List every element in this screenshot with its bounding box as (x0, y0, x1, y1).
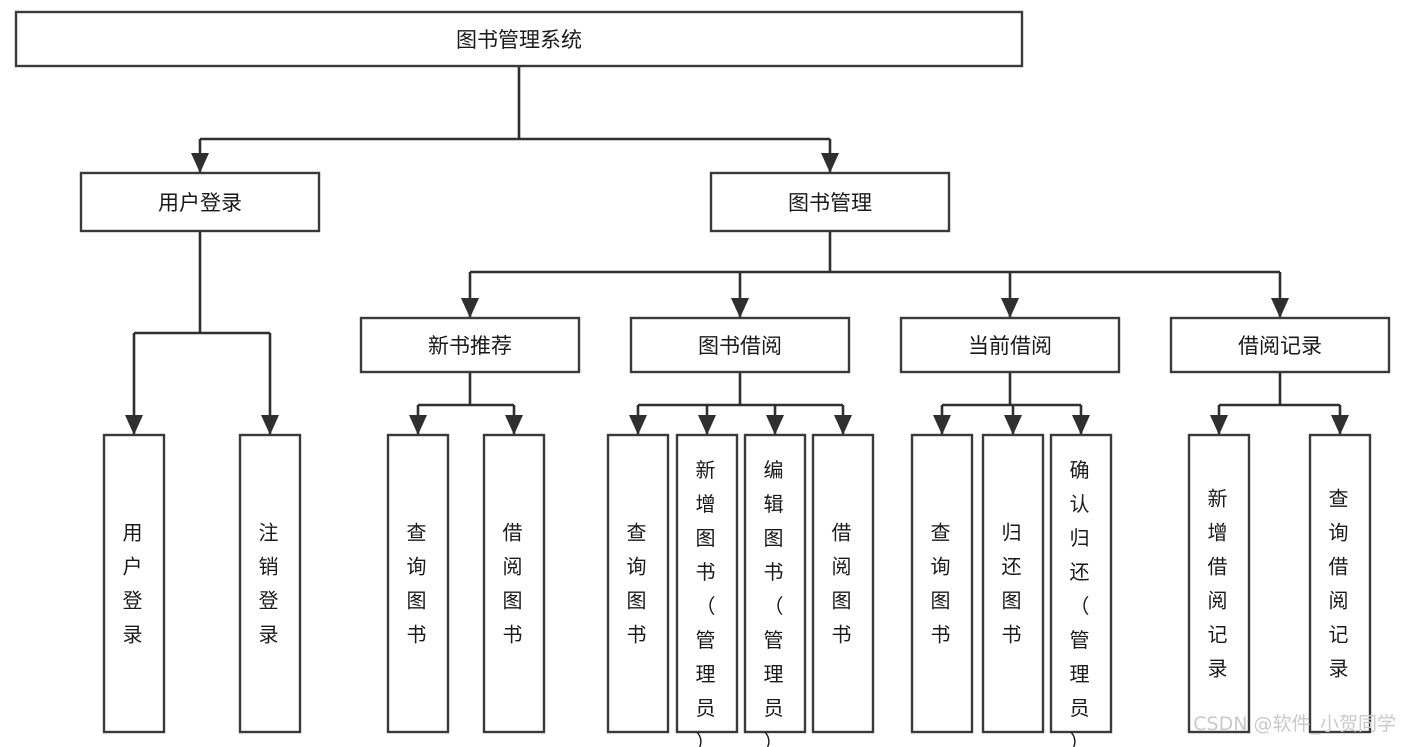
node-leaf-query-record-box[interactable] (1308, 433, 1372, 734)
node-leaf-query-book-3[interactable]: 查询图书 (910, 433, 974, 734)
node-leaf-user-logout-label: 注销登录 (259, 521, 282, 647)
node-book-manage-label: 图书管理 (788, 191, 872, 215)
node-new-book-rec-box[interactable] (359, 316, 581, 374)
arrow-head-icon (1072, 415, 1090, 435)
arrow-head-icon (125, 415, 143, 435)
node-leaf-add-record-box[interactable] (1187, 433, 1251, 734)
node-leaf-query-record-label: 查询借阅记录 (1329, 487, 1352, 681)
node-leaf-query-book-3-label: 查询图书 (931, 521, 954, 647)
node-leaf-add-record[interactable]: 新增借阅记录 (1187, 433, 1251, 734)
node-leaf-edit-book-label: 编辑图书（管理员） (764, 458, 787, 747)
node-new-book-rec-label: 新书推荐 (428, 334, 512, 358)
node-book-borrow[interactable]: 图书借阅 (629, 316, 851, 374)
node-leaf-borrow-book-1-label: 借阅图书 (503, 521, 526, 647)
node-leaf-add-book[interactable]: 新增图书（管理员） (675, 433, 739, 747)
node-leaf-borrow-book-1[interactable]: 借阅图书 (482, 433, 546, 734)
arrow-head-icon (629, 415, 647, 435)
node-user-login[interactable]: 用户登录 (79, 171, 321, 233)
node-user-login-label: 用户登录 (158, 191, 242, 215)
connector-layer (125, 66, 1349, 435)
node-leaf-confirm-return[interactable]: 确认归还（管理员） (1049, 433, 1113, 747)
node-leaf-user-login-label: 用户登录 (123, 521, 146, 647)
node-leaf-query-book-1[interactable]: 查询图书 (386, 433, 450, 734)
arrow-head-icon (834, 415, 852, 435)
arrow-head-icon (1004, 415, 1022, 435)
node-leaf-query-book-2[interactable]: 查询图书 (606, 433, 670, 734)
node-leaf-user-logout-box[interactable] (238, 433, 302, 734)
arrow-head-icon (731, 298, 749, 318)
node-root-label: 图书管理系统 (456, 28, 582, 52)
node-borrow-record-box[interactable] (1169, 316, 1391, 374)
node-current-borrow-box[interactable] (899, 316, 1121, 374)
node-leaf-confirm-return-box[interactable] (1049, 433, 1113, 734)
node-leaf-query-book-1-box[interactable] (386, 433, 450, 734)
node-borrow-record[interactable]: 借阅记录 (1169, 316, 1391, 374)
node-leaf-add-book-label: 新增图书（管理员） (696, 458, 719, 747)
node-leaf-borrow-book-1-box[interactable] (482, 433, 546, 734)
node-leaf-return-book-box[interactable] (981, 433, 1045, 734)
node-leaf-return-book[interactable]: 归还图书 (981, 433, 1045, 734)
node-borrow-record-label: 借阅记录 (1238, 334, 1322, 358)
node-leaf-add-book-box[interactable] (675, 433, 739, 734)
node-root-box[interactable] (14, 10, 1024, 68)
node-leaf-borrow-book-2[interactable]: 借阅图书 (811, 433, 875, 734)
arrow-head-icon (1001, 298, 1019, 318)
node-leaf-borrow-book-2-label: 借阅图书 (832, 521, 855, 647)
node-book-manage-box[interactable] (709, 171, 951, 233)
node-current-borrow-label: 当前借阅 (968, 334, 1052, 358)
node-book-borrow-box[interactable] (629, 316, 851, 374)
node-leaf-query-book-2-label: 查询图书 (627, 521, 650, 647)
node-leaf-query-book-2-box[interactable] (606, 433, 670, 734)
node-leaf-return-book-label: 归还图书 (1002, 521, 1025, 647)
node-layer: 图书管理系统用户登录图书管理新书推荐图书借阅当前借阅借阅记录用户登录注销登录查询… (14, 10, 1391, 747)
node-leaf-user-login[interactable]: 用户登录 (102, 433, 166, 734)
node-user-login-box[interactable] (79, 171, 321, 233)
arrow-head-icon (766, 415, 784, 435)
node-new-book-rec[interactable]: 新书推荐 (359, 316, 581, 374)
arrow-head-icon (1271, 298, 1289, 318)
node-book-borrow-label: 图书借阅 (698, 334, 782, 358)
node-leaf-query-book-3-box[interactable] (910, 433, 974, 734)
node-leaf-query-book-1-label: 查询图书 (407, 521, 430, 647)
node-current-borrow[interactable]: 当前借阅 (899, 316, 1121, 374)
arrow-head-icon (821, 153, 839, 173)
arrow-head-icon (505, 415, 523, 435)
node-book-manage[interactable]: 图书管理 (709, 171, 951, 233)
csdn-watermark: CSDN @软件_小贺同学 (1193, 713, 1396, 735)
arrow-head-icon (409, 415, 427, 435)
arrow-head-icon (1331, 415, 1349, 435)
node-leaf-edit-book-box[interactable] (743, 433, 807, 734)
arrow-head-icon (461, 298, 479, 318)
node-leaf-borrow-book-2-box[interactable] (811, 433, 875, 734)
arrow-head-icon (1210, 415, 1228, 435)
node-root[interactable]: 图书管理系统 (14, 10, 1024, 68)
node-leaf-add-record-label: 新增借阅记录 (1208, 487, 1231, 681)
node-leaf-confirm-return-label: 确认归还（管理员） (1070, 458, 1093, 747)
node-leaf-edit-book[interactable]: 编辑图书（管理员） (743, 433, 807, 747)
arrow-head-icon (261, 415, 279, 435)
node-leaf-user-login-box[interactable] (102, 433, 166, 734)
arrow-head-icon (698, 415, 716, 435)
arrow-head-icon (933, 415, 951, 435)
node-leaf-query-record[interactable]: 查询借阅记录 (1308, 433, 1372, 734)
node-leaf-user-logout[interactable]: 注销登录 (238, 433, 302, 734)
arrow-head-icon (191, 153, 209, 173)
